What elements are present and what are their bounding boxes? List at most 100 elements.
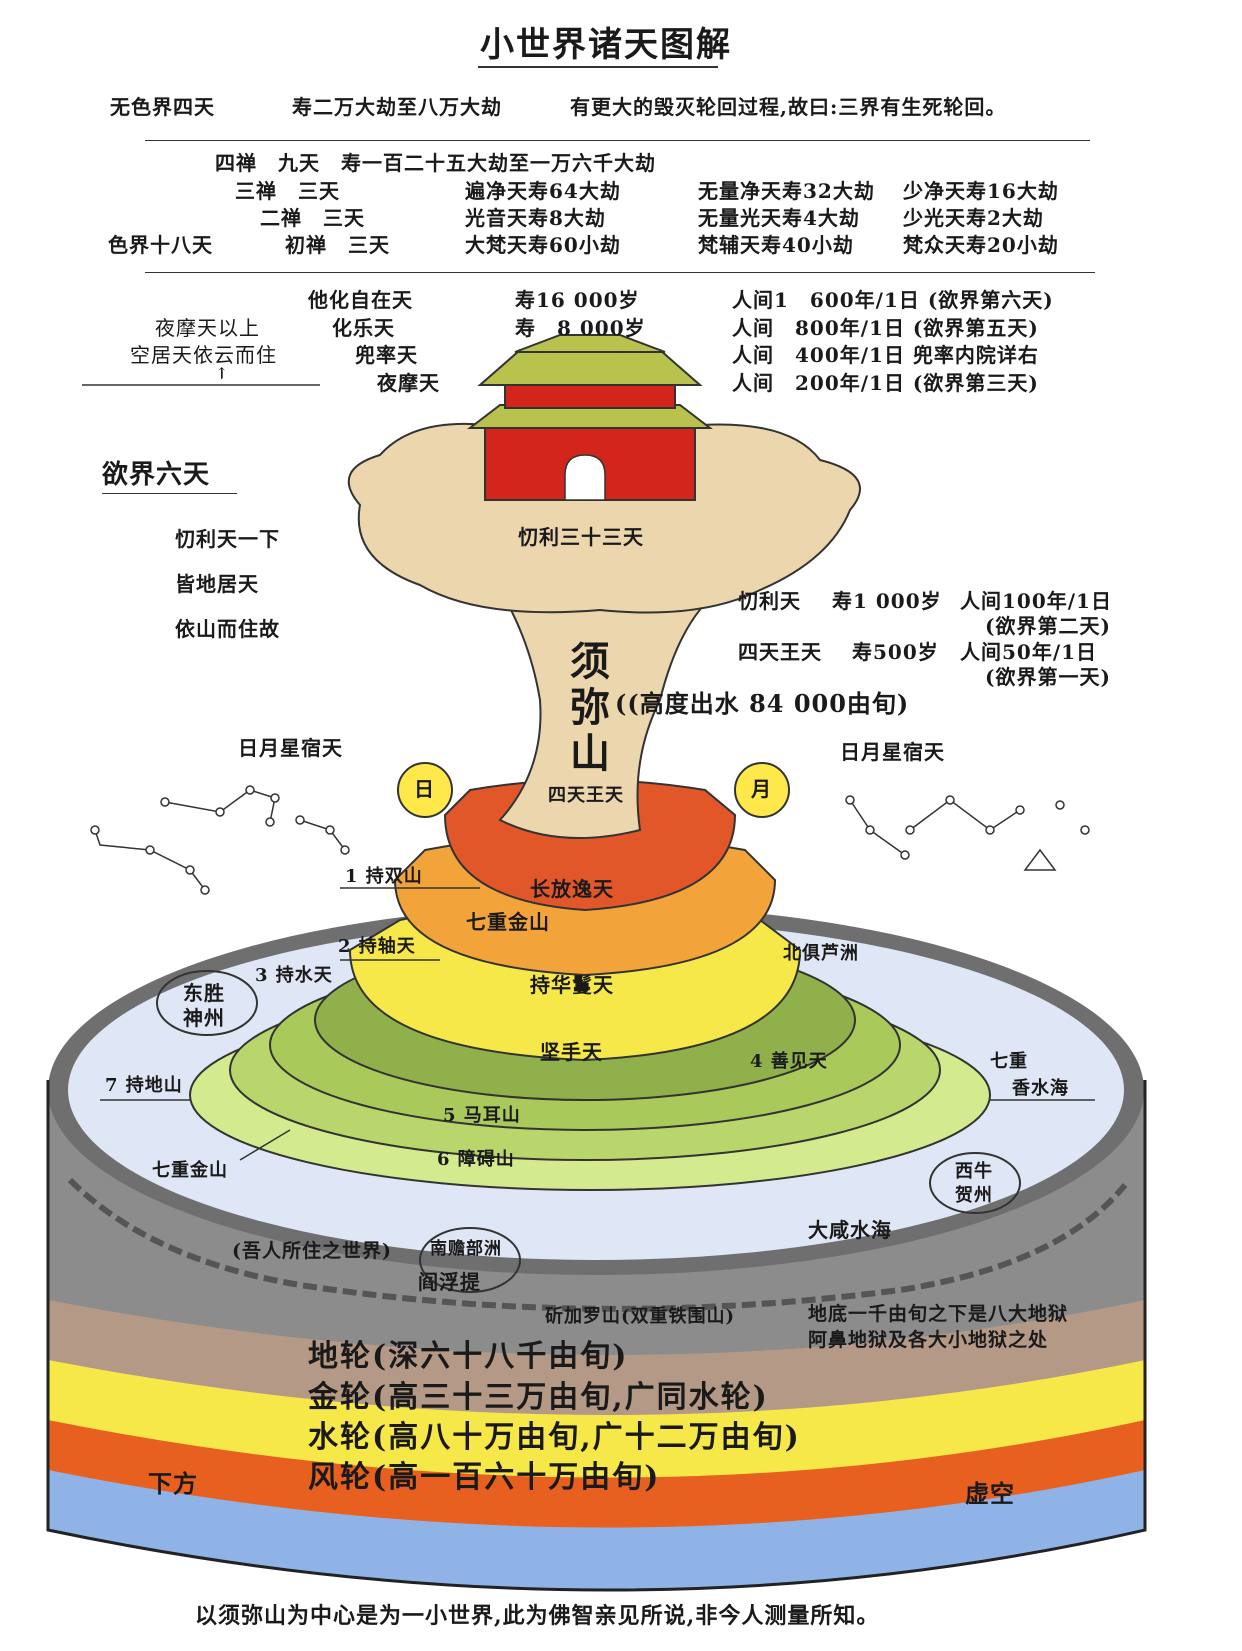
desire-row1-name: 他化自在天: [308, 288, 413, 312]
desire-row2-ratio: 人间 800年/1日 (欲界第五天): [732, 316, 1039, 340]
constellations: [90, 785, 1090, 895]
form-row3-b: 无量光天寿4大劫: [698, 206, 860, 230]
mountain-3-label: 3 持水天: [255, 965, 333, 986]
palace-illustration: [467, 334, 713, 501]
gold-wheel-label: 金轮(高三十三万由旬,广同水轮): [308, 1380, 769, 1415]
trayastrimsa-info-tag: (欲界第二天): [985, 614, 1111, 638]
desire-row4-name: 夜摩天: [377, 371, 440, 395]
west-continent-outline: [929, 1152, 1021, 1214]
tier-3-label: 坚手天: [540, 1040, 603, 1064]
sumeru-height: ((高度出水 84 000由旬): [615, 689, 910, 718]
tier-2-label: 持华鬘天: [530, 973, 614, 997]
south-continent-1: 南赡部洲: [430, 1239, 502, 1259]
four-kings-info-ratio: 人间50年/1日: [960, 640, 1098, 664]
form-row2-a: 遍净天寿64大劫: [465, 179, 621, 203]
west-continent-2: 贺州: [955, 1185, 993, 1206]
desire-row3-name: 兜率天: [355, 343, 418, 367]
desire-realm-underline: [102, 493, 237, 494]
form-row3-a: 光音天寿8大劫: [465, 206, 606, 230]
left-note-2: 皆地居天: [175, 572, 259, 596]
wind-wheel-label: 风轮(高一百六十万由旬): [308, 1460, 661, 1495]
east-continent-1: 东胜: [183, 981, 225, 1005]
form-row4-a: 大梵天寿60小劫: [465, 233, 621, 257]
south-continent-2: 阎浮提: [418, 1270, 481, 1294]
form-row4-c: 梵众天寿20小劫: [903, 233, 1059, 257]
desire-row1-ratio: 人间1 600年/1日 (欲界第六天): [732, 288, 1054, 312]
hell-label-2: 阿鼻地狱及各大小地狱之处: [808, 1329, 1049, 1351]
sumeru-char-2: 弥: [570, 684, 611, 731]
formless-note: 有更大的毁灭轮回过程,故曰:三界有生死轮回。: [570, 95, 1007, 119]
iron-ring-label: 斫加罗山(双重铁围山): [545, 1306, 736, 1327]
south-continent-outline: [419, 1227, 521, 1293]
footer-caption: 以须弥山为中心是为一小世界,此为佛智亲见所说,非今人测量所知。: [195, 1603, 880, 1629]
form-row2-c: 少净天寿16大劫: [903, 179, 1059, 203]
below-label: 下方: [148, 1469, 198, 1498]
leader-lines: [82, 370, 1095, 1161]
tier-1-label: 长放逸天: [530, 877, 614, 901]
mountain-7-label: 7 持地山: [105, 1075, 183, 1096]
four-kings-info-tag: (欲界第一天): [985, 665, 1111, 689]
our-world-label: (吾人所住之世界): [232, 1240, 392, 1262]
desire-row3-ratio: 人间 400年/1日 兜率内院详右: [732, 343, 1039, 367]
arrow-up-icon: ↑: [215, 364, 230, 383]
title-underline: [478, 66, 718, 68]
water-wheel-label: 水轮(高八十万由旬,广十二万由旬): [308, 1420, 801, 1455]
moon-label: 月: [751, 777, 772, 801]
desire-row1-life: 寿16 000岁: [515, 288, 640, 312]
rule-form: [145, 272, 1095, 273]
form-row4-name: 初禅 三天: [285, 233, 390, 257]
sun-disc: [397, 762, 453, 818]
sun-moon-heaven-left: 日月星宿天: [238, 736, 343, 760]
form-row1: 四禅 九天 寿一百二十五大劫至一万六千大劫: [215, 151, 656, 175]
void-label: 虚空: [965, 1479, 1015, 1508]
west-continent-1: 西牛: [955, 1161, 993, 1182]
north-continent: 北俱芦洲: [783, 943, 859, 964]
form-realm: 色界十八天: [108, 233, 213, 257]
fragrant-sea-2: 香水海: [1012, 1078, 1069, 1099]
four-kings-info-life: 寿500岁: [852, 640, 939, 664]
seven-gold-label: 七重金山: [466, 910, 550, 934]
sumeru-tiers: [348, 779, 802, 1062]
trayastrimsa-info-life: 寿1 000岁: [832, 589, 942, 613]
mountain-6-label: 6 障碍山: [437, 1149, 515, 1170]
desire-row2-life: 寿 8 000岁: [515, 316, 646, 340]
left-note-1: 忉利天一下: [175, 527, 280, 551]
mountain-4-label: 4 善见天: [750, 1051, 828, 1072]
sun-moon-heaven-right: 日月星宿天: [840, 740, 945, 764]
desire-note1: 夜摩天以上: [155, 316, 260, 340]
trayastrimsa-info-ratio: 人间100年/1日: [960, 589, 1112, 613]
page-title: 小世界诸天图解: [480, 25, 732, 65]
four-kings-info-name: 四天王天: [738, 640, 822, 664]
desire-row4-ratio: 人间 200年/1日 (欲界第三天): [732, 371, 1039, 395]
four-kings-label: 四天王天: [548, 785, 624, 806]
form-row4-b: 梵辅天寿40小劫: [698, 233, 854, 257]
moon-disc: [734, 762, 790, 818]
left-note-3: 依山而住故: [175, 617, 280, 641]
trayastrimsa-info-name: 忉利天: [738, 589, 801, 613]
earth-wheel-label: 地轮(深六十八千由旬): [308, 1339, 629, 1374]
sumeru-char-3: 山: [570, 730, 611, 777]
desire-realm-heading: 欲界六天: [102, 460, 211, 490]
sumeru-column: [347, 415, 861, 839]
form-row2-b: 无量净天寿32大劫: [698, 179, 875, 203]
mountain-5-label: 5 马耳山: [443, 1105, 521, 1126]
form-row2-name: 三禅 三天: [235, 179, 340, 203]
mountain-2-label: 2 持轴天: [338, 936, 416, 957]
rule-formless: [145, 140, 1090, 141]
salt-sea-label: 大咸水海: [808, 1218, 892, 1242]
mountain-1-label: 1 持双山: [345, 866, 423, 887]
hell-label-1: 地底一千由旬之下是八大地狱: [808, 1303, 1069, 1325]
desire-row2-name: 化乐天: [332, 316, 395, 340]
sun-label: 日: [414, 777, 435, 801]
form-row3-name: 二禅 三天: [260, 206, 365, 230]
fragrant-sea-1: 七重: [990, 1051, 1028, 1072]
trayastrimsa-label: 忉利三十三天: [518, 525, 644, 549]
east-continent-outline: [156, 970, 258, 1036]
formless-life: 寿二万大劫至八万大劫: [292, 95, 502, 119]
sumeru-char-1: 须: [570, 638, 611, 685]
form-row3-c: 少光天寿2大劫: [903, 206, 1044, 230]
formless-name: 无色界四天: [110, 95, 215, 119]
east-continent-2: 神州: [183, 1006, 225, 1030]
